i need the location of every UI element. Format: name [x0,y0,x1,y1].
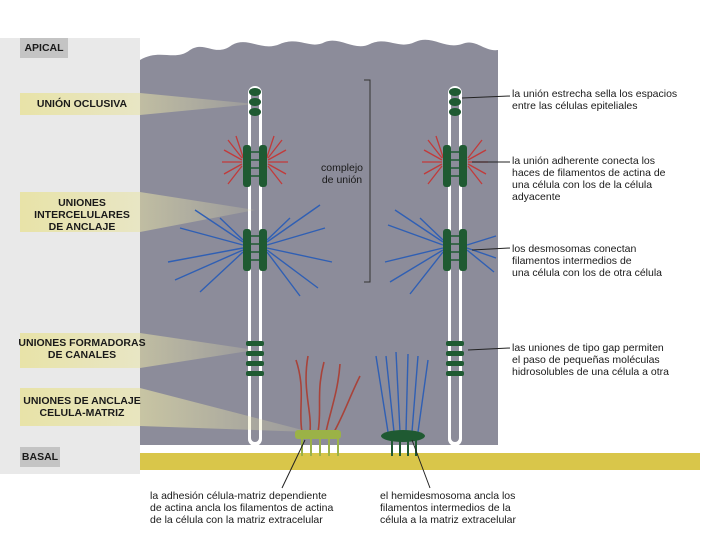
tight-junction [249,88,461,116]
desmosome-line: los desmosomas conectan [512,243,637,255]
formadoras-line-2: DE CANALES [47,349,117,361]
celula-matriz-line-2: CELULA-MATRIZ [39,407,125,419]
hemidesmosome-line: célula a la matriz extracelular [380,514,516,526]
complejo-line-2: de unión [321,174,363,186]
adherens-junction [243,145,467,187]
formadoras-label: UNIONES FORMADORAS DE CANALES [18,337,146,361]
formadoras-line-1: UNIONES FORMADORAS [18,337,146,349]
adherens-line: haces de filamentos de actina de [512,167,666,179]
intercelulares-line-2: DE ANCLAJE [48,221,116,233]
union-oclusiva-label: UNIÓN OCLUSIVA [36,98,128,110]
adherens-line: una célula con los de la célula [512,179,653,191]
complejo-line-1: complejo [320,162,364,174]
actin-adhesion-line: de la célula con la matriz extracelular [150,514,323,526]
hemidesmosome-line: filamentos intermedios de la [380,502,511,514]
intercelulares-label: UNIONES INTERCELULARES DE ANCLAJE [18,197,146,233]
right-leader-lines [461,95,511,351]
celula-matriz-line-1: UNIONES DE ANCLAJE [23,395,141,407]
basal-label: BASAL [21,451,59,463]
complejo-de-union-label: complejo de unión [312,162,372,186]
adherens-junction-description: la unión adherente conecta los haces de … [512,155,712,203]
tight-line: la unión estrecha sella los espacios [512,88,678,100]
desmosome [243,229,467,271]
hemidesmosome-description: el hemidesmosoma ancla los filamentos in… [380,490,570,526]
adherens-line: la unión adherente conecta los [512,155,656,167]
bottom-leader-lines [281,439,431,489]
desmosome-description: los desmosomas conectan filamentos inter… [512,243,712,279]
hemidesmosome [375,351,429,456]
intermediate-filaments-desmosome [167,204,497,297]
apical-label: APICAL [24,42,64,54]
gap-line: el paso de pequeñas moléculas [512,354,660,366]
gap-junction-description: las uniones de tipo gap permiten el paso… [512,342,712,378]
apical-tab [20,38,68,58]
tight-junction-description: la unión estrecha sella los espacios ent… [512,88,712,112]
celula-matriz-label: UNIONES DE ANCLAJE CELULA-MATRIZ [18,395,146,419]
actin-adhesion-line: de actina ancla los filamentos de actina [150,502,334,514]
actin-adhesion-description: la adhesión célula-matriz dependiente de… [150,490,360,526]
label-bands [20,93,310,432]
desmosome-line: filamentos intermedios de [512,255,632,267]
basal-tab [20,447,60,467]
gap-line: las uniones de tipo gap permiten [512,342,664,354]
hemidesmosome-line: el hemidesmosoma ancla los [380,490,516,502]
gap-junction [246,341,464,376]
actin-filaments-adherens [222,135,488,185]
tight-line: entre las células epiteliales [512,100,638,112]
adherens-line: adyacente [512,191,561,203]
actin-cell-matrix-adhesion [295,355,361,456]
actin-adhesion-line: la adhesión célula-matriz dependiente [150,490,327,502]
junction-complex-bracket [364,79,371,283]
desmosome-line: una célula con los de otra célula [512,267,663,279]
intercelulares-line-1: UNIONES INTERCELULARES [34,197,130,221]
gap-line: hidrosolubles de una célula a otra [512,366,670,378]
